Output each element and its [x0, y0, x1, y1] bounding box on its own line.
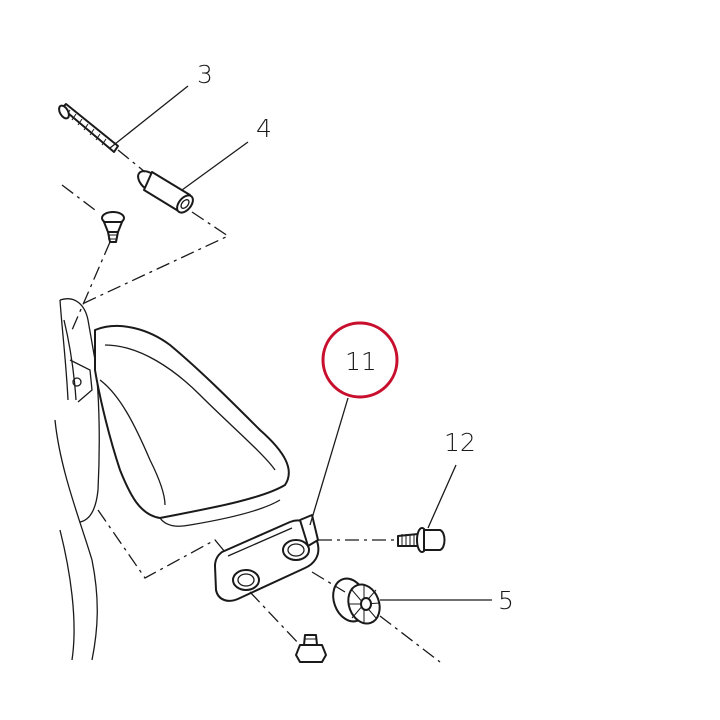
bracket-plate	[214, 514, 320, 602]
grommet	[332, 577, 381, 625]
callout-label-5: 5	[498, 586, 514, 615]
lower-screw	[295, 634, 327, 663]
callout-label-3: 3	[197, 60, 213, 89]
assembly-lines	[61, 149, 441, 663]
leader-lines	[109, 85, 492, 601]
flange-bolt	[397, 527, 446, 553]
fender-shell	[54, 298, 290, 661]
callout-label-4: 4	[256, 114, 272, 143]
highlight-circle	[321, 321, 399, 399]
small-screw	[101, 211, 125, 243]
flanged-spacer	[137, 170, 194, 214]
long-bolt	[58, 103, 119, 153]
callout-label-11: 11	[345, 347, 377, 376]
callout-label-12: 12	[444, 428, 476, 457]
